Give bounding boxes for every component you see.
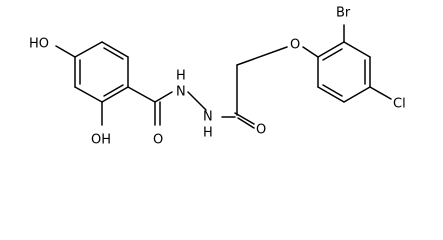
atom-label-bromine: Br xyxy=(336,6,351,21)
bond-ring-carbonyl xyxy=(127,86,156,103)
atom-label-nh-left: H N xyxy=(176,69,186,100)
bond-carbonyl-n xyxy=(154,91,173,103)
atom-label-hydroxyl-top: HO xyxy=(29,37,49,52)
bond-c-oh-top xyxy=(55,45,76,58)
benzene-ring-left xyxy=(74,41,129,103)
atom-label-amide-oxygen: O xyxy=(153,133,163,148)
molecule-structure: HO OH O H N N H O O Br Cl xyxy=(29,6,406,148)
atom-label-hydrazide-oxygen: O xyxy=(256,123,266,138)
atom-label-nh-right: N H xyxy=(203,110,213,141)
atom-label-nh-left-h: H xyxy=(176,69,186,84)
bond-n-n xyxy=(187,91,207,111)
bond-o-ring xyxy=(302,46,319,58)
bond-c-cl xyxy=(369,86,392,100)
bond-ch2-o xyxy=(236,46,288,66)
atom-label-chlorine: Cl xyxy=(393,97,406,112)
atom-label-nh-right-h: H xyxy=(203,126,213,141)
atom-label-nh-right-n: N xyxy=(203,110,213,125)
atom-label-ether-oxygen: O xyxy=(290,38,300,53)
bond-acyl-o-2 xyxy=(237,117,255,129)
bond-acyl-o-1 xyxy=(234,112,255,125)
benzene-ring-right xyxy=(317,41,371,103)
atom-label-hydroxyl-bottom: OH xyxy=(91,133,111,148)
atom-label-nh-left-n: N xyxy=(176,85,186,100)
